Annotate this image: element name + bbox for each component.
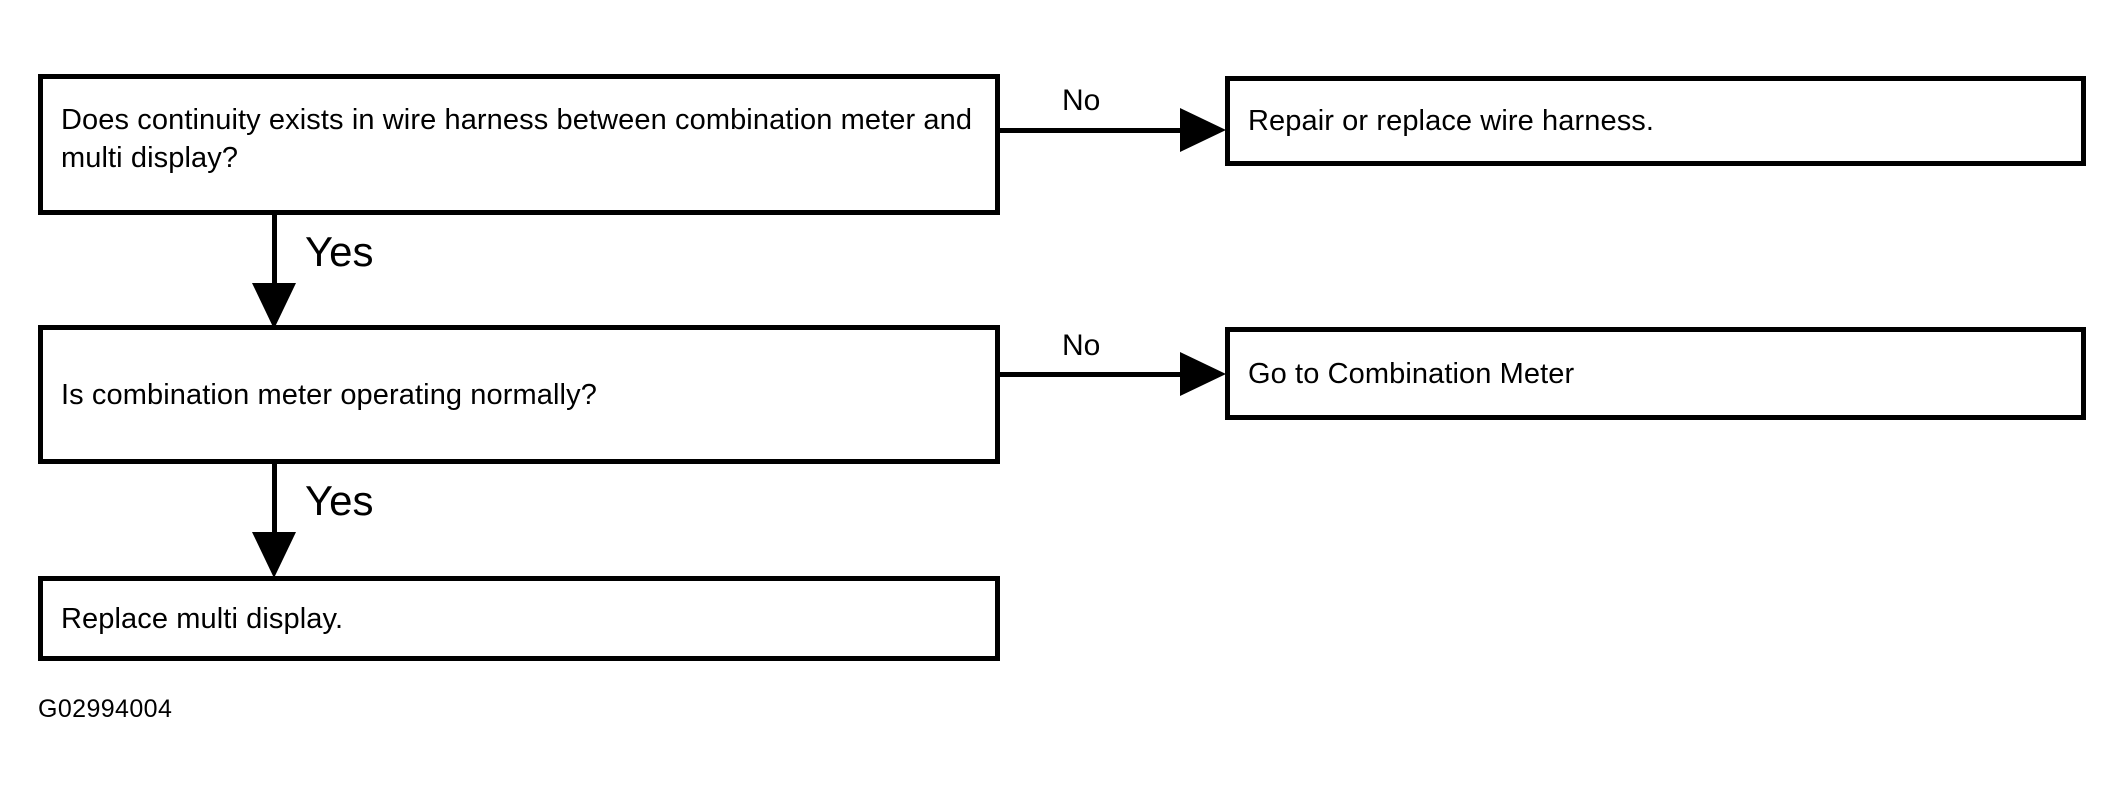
edge-q2-a2-line [1000, 372, 1186, 377]
edge-q2-a3-arrowhead [252, 532, 296, 578]
action-node-goto-combination-meter-text: Go to Combination Meter [1248, 357, 1575, 390]
edge-q2-a3-line [272, 462, 277, 538]
edge-q2-a2-arrowhead [1180, 352, 1226, 396]
decision-node-continuity-text: Does continuity exists in wire harness b… [61, 104, 973, 175]
decision-node-meter-normal-text: Is combination meter operating normally? [61, 378, 597, 411]
edge-label-no-2: No [1062, 329, 1101, 362]
edge-label-yes-2: Yes [305, 477, 374, 524]
edge-q1-q2-line [272, 213, 277, 289]
edge-label-yes-1: Yes [305, 228, 374, 275]
diagram-caption: G02994004 [38, 695, 173, 723]
edge-q1-a1-line [1000, 128, 1186, 133]
action-node-repair-harness-text: Repair or replace wire harness. [1248, 104, 1655, 137]
action-node-repair-harness: Repair or replace wire harness. [1225, 76, 2086, 166]
action-node-replace-multi-display-text: Replace multi display. [61, 602, 344, 635]
edge-label-no-1: No [1062, 84, 1101, 117]
edge-q1-a1-arrowhead [1180, 108, 1226, 152]
decision-node-meter-normal: Is combination meter operating normally? [38, 325, 1000, 464]
edge-q1-q2-arrowhead [252, 283, 296, 329]
action-node-replace-multi-display: Replace multi display. [38, 576, 1000, 661]
action-node-goto-combination-meter: Go to Combination Meter [1225, 327, 2086, 420]
decision-node-continuity: Does continuity exists in wire harness b… [38, 74, 1000, 215]
